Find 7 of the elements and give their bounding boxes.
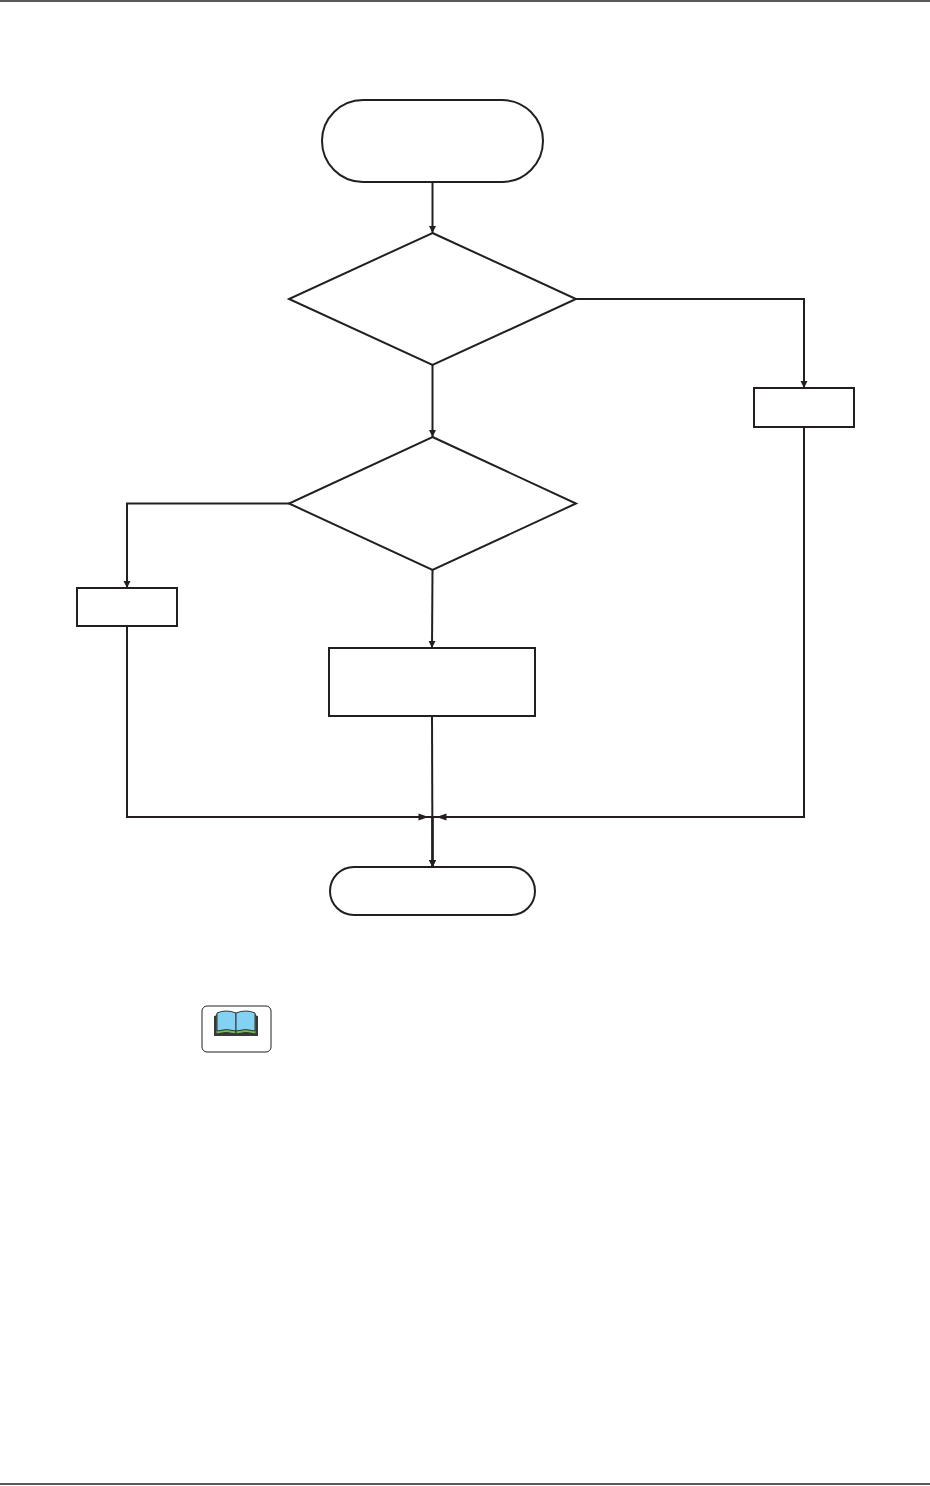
decision-diamond	[286, 435, 579, 572]
decision-diamond	[286, 231, 579, 367]
process-box	[753, 387, 855, 428]
terminal-shape	[329, 866, 536, 916]
terminal-shape	[321, 99, 544, 183]
process-box	[76, 587, 178, 627]
process-box	[328, 647, 536, 717]
